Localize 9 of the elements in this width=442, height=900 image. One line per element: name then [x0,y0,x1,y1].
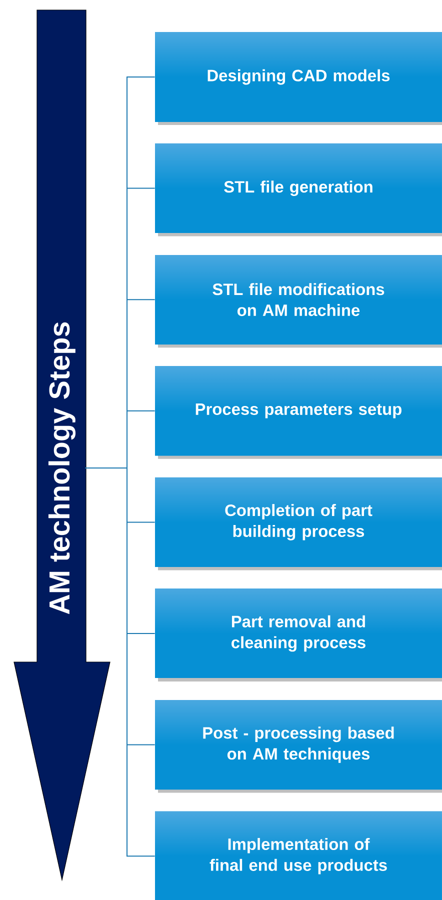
step-box: Process parameters setup [155,366,442,459]
step-box: Part removal and cleaning process [155,588,442,682]
step-box: Implementation of final end use products [155,811,442,900]
step-box: Designing CAD models [155,32,442,125]
step-box: Completion of part building process [155,477,442,570]
step-box: Post - processing based on AM techniques [155,700,442,793]
connector-line [84,468,156,857]
step-box: STL file modifications on AM machine [155,255,442,348]
step-box: STL file generation [155,143,442,236]
